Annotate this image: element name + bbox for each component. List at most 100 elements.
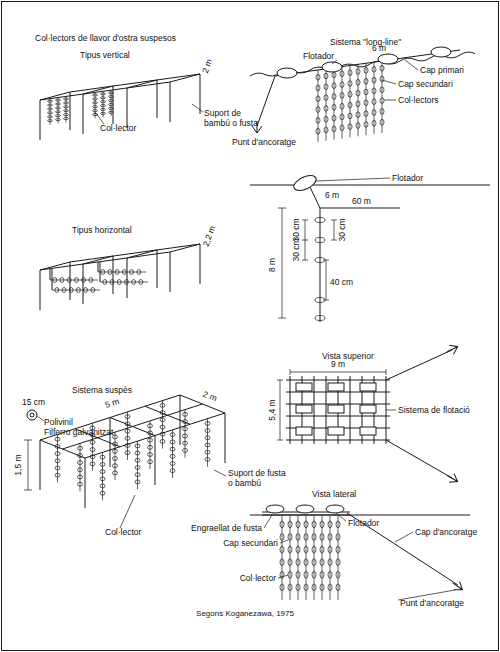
collector	[356, 64, 360, 136]
collector	[324, 69, 328, 141]
main-rope	[257, 50, 460, 126]
label-text: Suport de fusta o bambú	[228, 468, 290, 488]
label-text: 8 m	[267, 258, 277, 272]
collector	[332, 68, 336, 140]
collector	[101, 91, 106, 117]
collector	[100, 452, 105, 500]
label-text: Col·lector	[105, 527, 141, 537]
collector	[109, 90, 114, 116]
label-text: 2 m	[200, 58, 214, 75]
label-text: Cap primari	[420, 65, 464, 75]
leader-lines	[37, 60, 455, 600]
float	[378, 54, 398, 64]
label-text: Vista lateral	[312, 489, 356, 499]
label-text: Sistema suspès	[72, 385, 132, 395]
collector	[296, 516, 300, 600]
label-text: Cap secundari	[398, 79, 453, 89]
collector	[50, 278, 98, 283]
float	[328, 427, 344, 435]
collector	[340, 67, 344, 139]
collector	[52, 288, 100, 293]
rack-frame	[40, 244, 200, 310]
label-text: 1,5 m	[13, 454, 23, 475]
label-text: 30 cm	[291, 218, 301, 241]
label-text: 2 m	[202, 389, 219, 404]
collector	[288, 516, 292, 600]
collector	[320, 516, 324, 600]
collector	[304, 516, 308, 600]
float	[328, 405, 344, 413]
label-text: Col·lector	[100, 123, 136, 133]
label-text: Polivinil	[44, 417, 73, 427]
collector	[372, 62, 376, 134]
float	[296, 405, 312, 413]
suspended-grid	[40, 395, 225, 508]
collector	[48, 99, 53, 125]
label-text: Col·lectors de llavor d'ostra suspesos	[35, 33, 176, 43]
float	[360, 383, 376, 391]
collector	[380, 61, 384, 133]
label-text: Cap d'ancoratge	[415, 527, 477, 537]
label-text: Filferro galvanitzat	[44, 427, 113, 437]
collector	[78, 443, 83, 491]
collector	[336, 516, 340, 600]
label-text: Flotador	[348, 518, 379, 528]
float	[431, 47, 451, 57]
float	[296, 383, 312, 391]
label-text: Cap secundari	[223, 538, 278, 548]
collector	[312, 516, 316, 600]
collector	[328, 516, 332, 600]
float	[292, 172, 319, 193]
collector	[205, 419, 210, 467]
cable-core	[30, 413, 34, 417]
collector	[316, 70, 320, 142]
collector	[148, 421, 153, 469]
collector	[98, 270, 146, 275]
label-text: 6 m	[372, 43, 386, 53]
collector	[100, 280, 148, 285]
label-text: Suport de bambú o fusta	[204, 108, 266, 128]
label-text: 5 m	[104, 396, 121, 410]
label-text: Tipus horizontal	[72, 225, 132, 235]
collector	[113, 432, 118, 480]
label-text: 5,4 m	[267, 399, 277, 420]
label-text: 15 cm	[22, 397, 45, 407]
label-text: Tipus vertical	[80, 50, 130, 60]
label-text: 2,2 m	[201, 224, 218, 247]
wood-grid	[262, 512, 458, 585]
label-text: 30 cm	[291, 238, 301, 261]
collector	[55, 434, 60, 482]
label-text: Flotador	[303, 51, 334, 61]
float	[360, 427, 376, 435]
dimension-lines	[24, 208, 386, 490]
collector	[280, 516, 284, 600]
label-text: Vista superior	[322, 351, 374, 361]
label-text: Sistema de flotació	[398, 405, 470, 415]
float	[326, 505, 344, 513]
float	[328, 383, 344, 391]
label-text: 40 cm	[330, 277, 353, 287]
label-text: 9 m	[331, 359, 345, 369]
collector	[170, 430, 175, 478]
label-text: 30 cm	[337, 218, 347, 241]
label-text: Col·lectors	[398, 95, 439, 105]
anchor	[450, 579, 466, 594]
label-text: 6 m	[325, 190, 339, 200]
shell-collectors	[315, 218, 325, 321]
anchor	[445, 342, 460, 356]
collector	[135, 441, 140, 489]
collector	[160, 401, 165, 449]
float	[266, 505, 284, 513]
rack-frame	[40, 74, 200, 140]
rope	[310, 187, 400, 322]
label-text: Punt d'ancoratge	[400, 598, 464, 608]
label-text: 60 m	[352, 196, 371, 206]
collector	[56, 98, 61, 124]
float	[277, 68, 297, 78]
label-text: Engraellat de fusta	[191, 523, 262, 533]
label-text: Flotador	[392, 173, 423, 183]
collector	[125, 412, 130, 460]
sea-surface	[250, 185, 490, 186]
collector	[64, 96, 69, 122]
